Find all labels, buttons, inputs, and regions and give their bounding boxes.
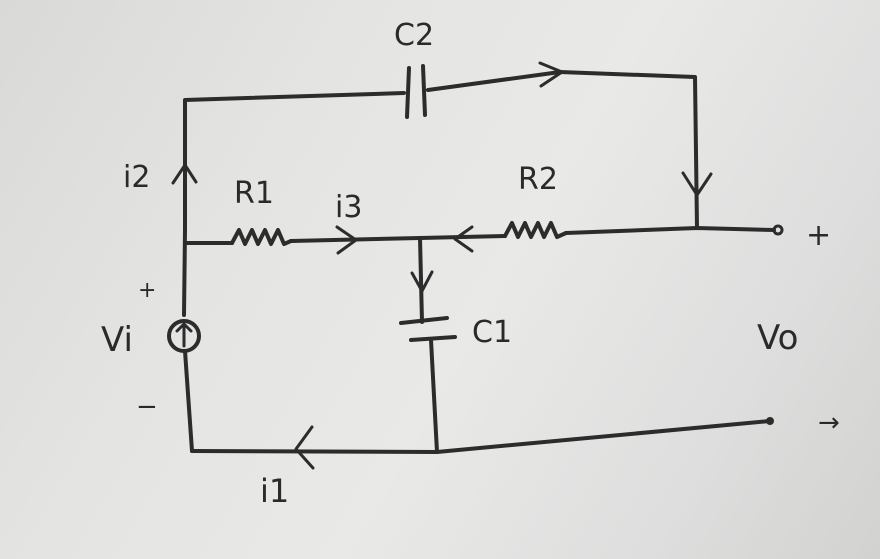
resistor-r2	[503, 221, 568, 239]
wire-bottom	[190, 419, 772, 454]
label-i1: i1	[260, 472, 290, 510]
wire-top-left	[183, 91, 406, 232]
arrow-r2-left	[453, 225, 474, 253]
capacitor-c2-plate-right	[421, 64, 427, 117]
arrow-i3	[335, 225, 358, 255]
label-vi-minus: −	[136, 392, 158, 422]
label-r1: R1	[234, 176, 274, 211]
terminal-vo-plus[interactable]	[772, 224, 784, 236]
wire-r2-output	[564, 226, 776, 235]
wire-left-lower	[183, 349, 194, 453]
source-vi-arrow	[175, 322, 193, 348]
wire-node-r2	[418, 234, 507, 240]
label-i2: i2	[123, 160, 151, 195]
label-c2: C2	[394, 18, 435, 53]
label-vo-minus: →	[818, 408, 840, 438]
wire-top-right	[426, 70, 699, 230]
capacitor-c1-plate-bottom	[409, 335, 457, 342]
label-vo-plus: +	[806, 218, 832, 253]
wire-left-upper	[182, 228, 187, 317]
wire-c1-bottom	[429, 338, 439, 454]
arrow-right-down	[681, 171, 713, 197]
capacitor-c2-plate-left	[405, 66, 411, 119]
label-vo: Vo	[757, 318, 799, 358]
arrow-i2-up	[171, 163, 198, 185]
label-i3: i3	[335, 190, 363, 225]
resistor-r1	[230, 228, 293, 246]
arrow-top-right	[538, 61, 564, 88]
arrow-i1-left	[294, 425, 315, 470]
label-r2: R2	[518, 162, 558, 197]
terminal-vo-minus[interactable]	[766, 417, 774, 425]
label-vi-plus: +	[138, 278, 157, 303]
label-c1: C1	[472, 315, 513, 350]
label-vi: Vi	[101, 320, 133, 360]
wire-c1-top	[418, 236, 424, 324]
capacitor-c1-plate-top	[399, 316, 449, 325]
arrow-c1-down	[410, 270, 434, 293]
